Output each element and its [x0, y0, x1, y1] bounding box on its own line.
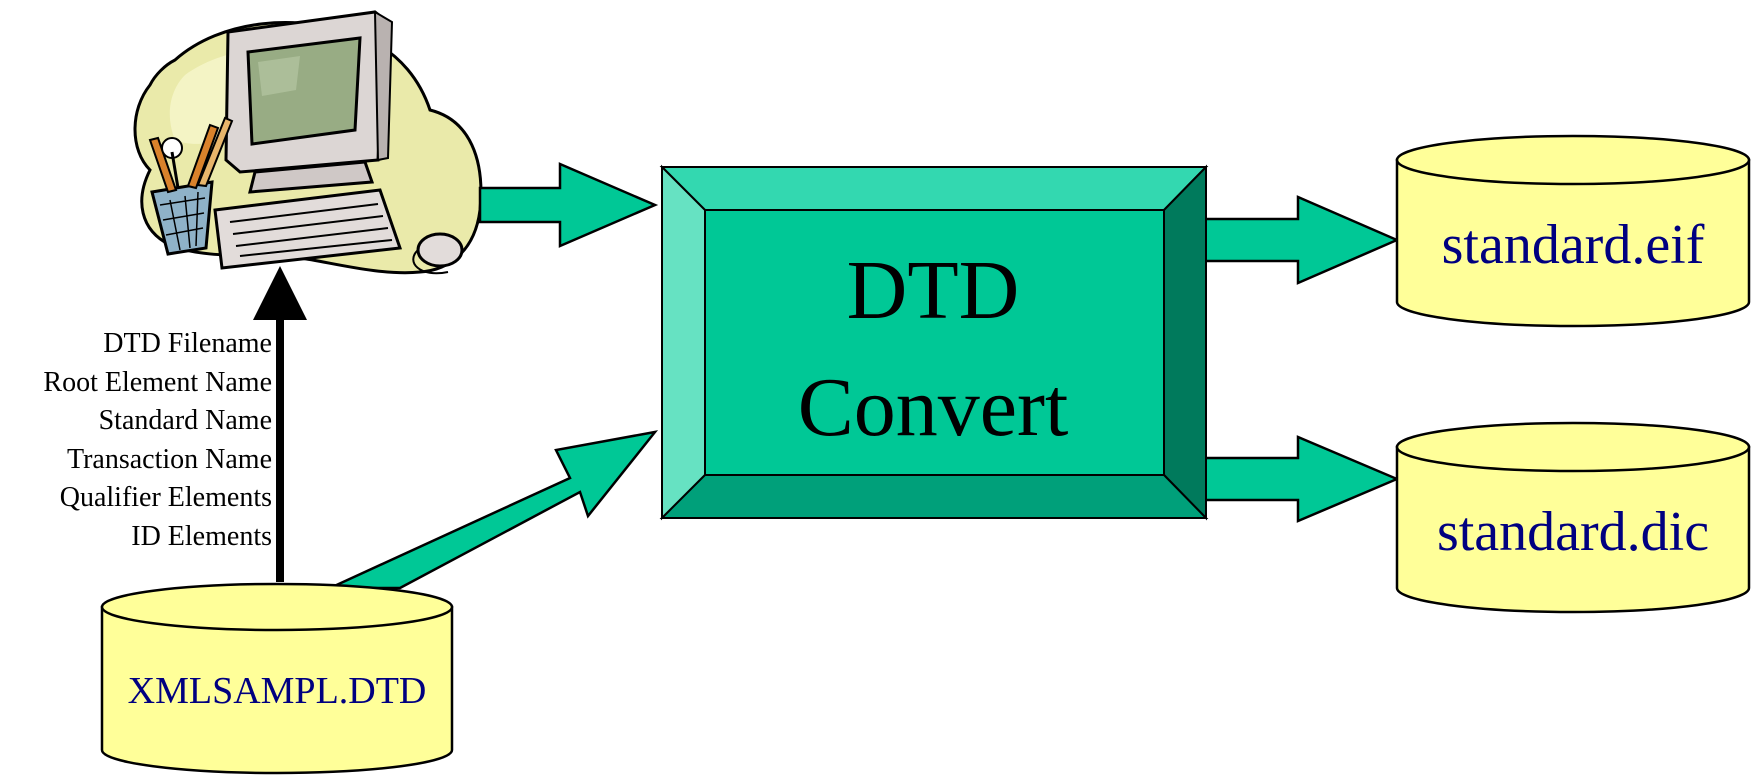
param-standard-name: Standard Name: [98, 405, 272, 436]
param-root-element-name: Root Element Name: [43, 366, 272, 398]
box-bevel-left: [661, 164, 706, 521]
converter-title-line2: Convert: [798, 361, 1069, 454]
source-db[interactable]: XMLSAMPL.DTD: [100, 582, 454, 775]
box-face: [704, 209, 1165, 476]
box-bevel-top: [659, 166, 1209, 211]
arrow-converter-to-eif: [1203, 195, 1401, 285]
monitor-side: [373, 10, 394, 162]
parameter-list: DTD Filename Root Element Name Standard …: [0, 325, 272, 556]
output-db-dic-label: standard.dic: [1437, 501, 1709, 563]
param-transaction-name: Transaction Name: [66, 443, 272, 475]
output-db-eif-label: standard.eif: [1442, 214, 1705, 276]
arrow-db-to-converter: [329, 430, 659, 590]
box-bevel-right: [1163, 164, 1207, 521]
converter-title-line1: DTD: [847, 244, 1020, 337]
dtd-convert-box[interactable]: DTD Convert: [659, 164, 1209, 521]
keyboard: [213, 188, 403, 270]
mouse: [416, 232, 464, 268]
arrow-computer-to-converter: [478, 162, 659, 248]
param-id-elements: ID Elements: [131, 520, 272, 552]
source-db-label: XMLSAMPL.DTD: [128, 670, 427, 712]
param-dtd-filename: DTD Filename: [103, 328, 272, 359]
box-bevel-bottom: [659, 474, 1209, 519]
monitor-base: [248, 160, 375, 194]
arrow-converter-to-dic: [1203, 435, 1401, 523]
pencil-cup: [150, 180, 214, 256]
computer-clipart-icon[interactable]: [133, 10, 483, 275]
output-db-dic[interactable]: standard.dic: [1395, 421, 1751, 614]
output-db-eif[interactable]: standard.eif: [1395, 134, 1751, 328]
param-qualifier-elements: Qualifier Elements: [59, 482, 272, 513]
arrow-db-to-computer: [253, 266, 307, 582]
